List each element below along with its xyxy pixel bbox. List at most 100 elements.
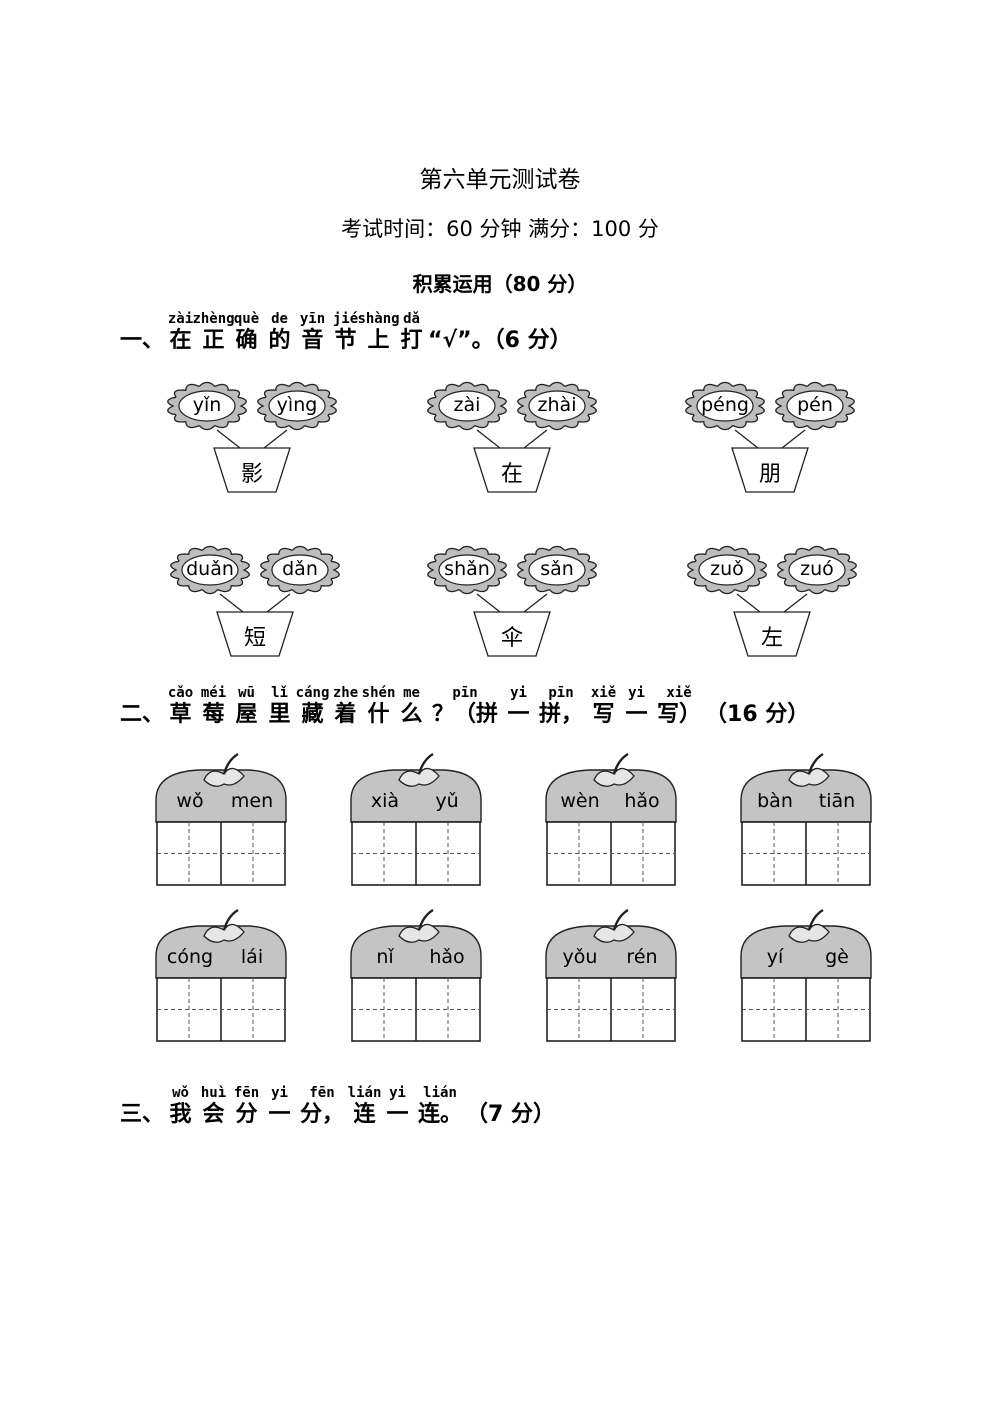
- pot-character: 朋: [758, 462, 781, 487]
- pinyin-annotation: wǒ: [172, 1085, 189, 1101]
- hanzi: 音: [301, 328, 324, 353]
- hanzi: ？（拼: [432, 702, 499, 727]
- section-heading: 积累运用（80 分）: [412, 272, 588, 296]
- hanzi: 打: [400, 328, 423, 353]
- hanzi: 么: [400, 702, 423, 727]
- pinyin-option-right[interactable]: sǎn: [540, 558, 574, 580]
- hanzi: 莓: [202, 702, 225, 727]
- pinyin-annotation: méi: [200, 685, 227, 701]
- pinyin-annotation: zài: [167, 311, 194, 327]
- pinyin-option-left[interactable]: shǎn: [444, 558, 490, 580]
- hanzi: 的: [268, 328, 291, 353]
- strawberry-icon: [740, 752, 872, 886]
- pinyin-option-left[interactable]: zài: [453, 394, 481, 416]
- strawberry-icon: [545, 908, 677, 1042]
- strawberry-icon: [155, 908, 287, 1042]
- hanzi: 一: [268, 1102, 291, 1127]
- hanzi: 里: [268, 702, 291, 727]
- hanzi: 会: [202, 1102, 225, 1127]
- strawberry-icon: [350, 908, 482, 1042]
- pinyin-option-right[interactable]: zuó: [800, 558, 834, 580]
- pinyin-annotation: fēn: [309, 1085, 335, 1101]
- strawberry-icon: [740, 908, 872, 1042]
- pinyin-annotation: xiě: [590, 685, 617, 701]
- pinyin-annotation: shàng: [357, 311, 400, 327]
- hanzi: 藏: [301, 702, 324, 727]
- question-number: 二、: [120, 702, 165, 727]
- pinyin-option-right[interactable]: pén: [797, 394, 833, 416]
- pinyin-annotation: dǎ: [403, 311, 420, 327]
- strawberry-icon: [155, 752, 287, 886]
- heading-char: pīn？（拼: [428, 685, 502, 728]
- hanzi: 连。: [418, 1102, 463, 1127]
- hanzi: 在: [169, 328, 192, 353]
- pinyin-option-left[interactable]: zuǒ: [710, 558, 744, 580]
- pinyin-annotation: zhe: [332, 685, 359, 701]
- hanzi: 一: [507, 702, 530, 727]
- pinyin-syllable: yǔ: [435, 790, 459, 812]
- pinyin-option-left[interactable]: yǐn: [192, 394, 222, 416]
- strawberry-item: cóng lái: [154, 906, 294, 1046]
- flowerpot-icon: [685, 381, 855, 493]
- pinyin-option-right[interactable]: dǎn: [282, 558, 318, 580]
- pinyin-annotation: fēn: [233, 1085, 260, 1101]
- pinyin-syllable: rén: [626, 946, 658, 968]
- flowerpot-icon: [170, 545, 340, 657]
- hanzi: 草: [169, 702, 192, 727]
- pinyin-syllable: wèn: [560, 790, 600, 812]
- pinyin-syllable: lái: [240, 946, 264, 968]
- exam-info: 考试时间：60 分钟 满分：100 分: [341, 217, 659, 241]
- page-title: 第六单元测试卷: [419, 167, 581, 193]
- pinyin-syllable: wǒ: [176, 790, 204, 812]
- pinyin-option-right[interactable]: yìng: [276, 394, 318, 416]
- pinyin-syllable: tiān: [818, 790, 856, 812]
- pinyin-annotation: què: [233, 311, 260, 327]
- strawberry-icon: [545, 752, 677, 886]
- pinyin-option-right[interactable]: zhài: [537, 394, 577, 416]
- flowerpot-icon: [427, 545, 597, 657]
- hanzi: 写）: [657, 702, 702, 727]
- flowerpot-item: zài zhài 在: [422, 378, 612, 498]
- pinyin-annotation: me: [403, 685, 420, 701]
- flowerpot-icon: [687, 545, 857, 657]
- pinyin-option-left[interactable]: duǎn: [186, 558, 234, 580]
- hanzi: 分，: [300, 1102, 345, 1127]
- pinyin-syllable: hǎo: [429, 946, 465, 968]
- hanzi: 写: [592, 702, 615, 727]
- pinyin-syllable: cóng: [166, 946, 214, 968]
- pinyin-annotation: cáng: [295, 685, 330, 701]
- pinyin-option-left[interactable]: péng: [701, 394, 749, 416]
- pinyin-annotation: pīn: [548, 685, 574, 701]
- question-points: （16 分）: [705, 702, 810, 727]
- pot-character: 在: [500, 462, 523, 487]
- hanzi: 上: [367, 328, 390, 353]
- pinyin-annotation: jié: [332, 311, 359, 327]
- question-points: “√”。（6 分）: [428, 328, 572, 353]
- pinyin-syllable: yí: [766, 946, 784, 968]
- pinyin-syllable: xià: [370, 790, 400, 812]
- flowerpot-icon: [427, 381, 597, 493]
